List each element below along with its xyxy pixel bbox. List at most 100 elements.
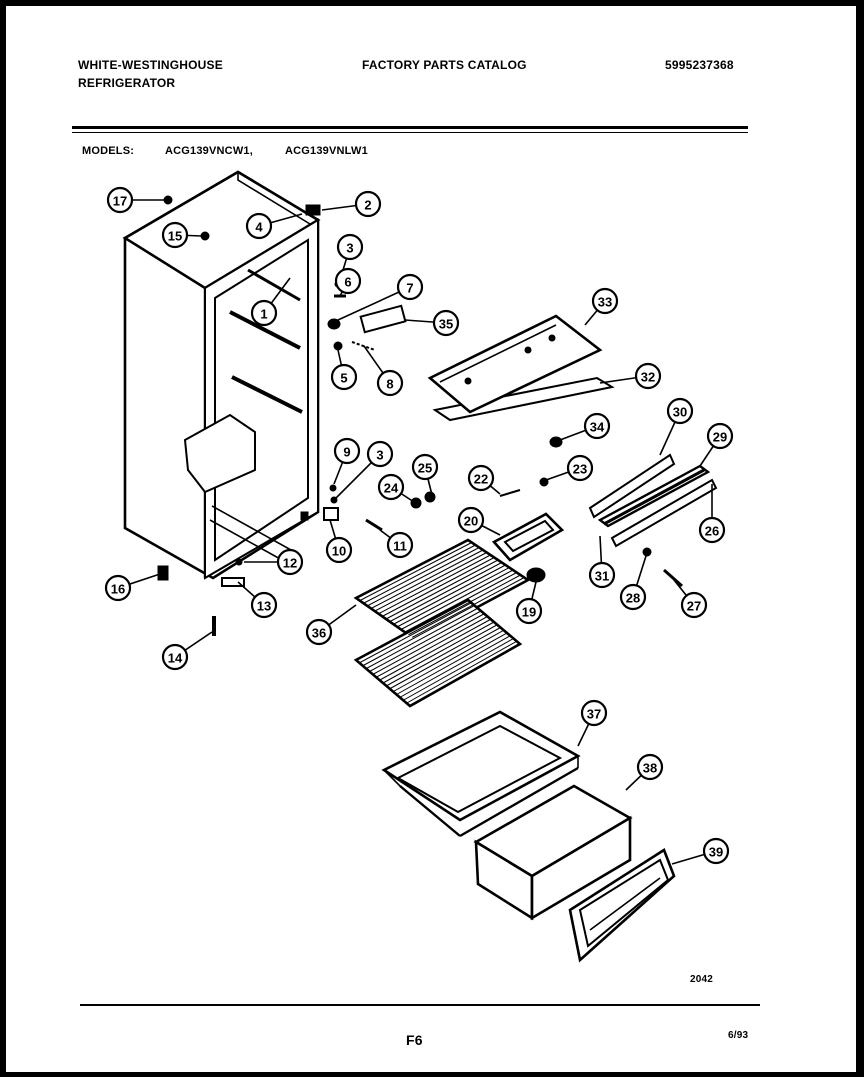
callout-15: 15 bbox=[161, 221, 189, 249]
shelf-wire bbox=[403, 638, 514, 701]
callout-circle bbox=[619, 583, 647, 611]
shelf-wire bbox=[374, 552, 487, 612]
shelf-wire bbox=[399, 635, 511, 698]
callout-circle bbox=[276, 548, 304, 576]
callout-circle bbox=[702, 837, 730, 865]
shelf-wire bbox=[412, 577, 525, 638]
callout-39: 39 bbox=[702, 837, 730, 865]
callout-number: 12 bbox=[283, 556, 297, 571]
callout-number: 20 bbox=[464, 514, 478, 529]
catalog-title: FACTORY PARTS CATALOG bbox=[362, 58, 527, 72]
header-rule bbox=[72, 126, 748, 129]
shelf-wire bbox=[389, 627, 501, 690]
shelf-wire bbox=[365, 607, 478, 670]
callout-number: 6 bbox=[344, 275, 351, 290]
shelf-wire bbox=[396, 632, 508, 695]
footer-rule bbox=[80, 1004, 760, 1006]
callout-number: 36 bbox=[312, 626, 326, 641]
callout-circle bbox=[366, 440, 394, 468]
crisper-cover-drawing bbox=[427, 314, 615, 422]
callout-number: 11 bbox=[393, 539, 407, 554]
callout-20: 20 bbox=[457, 506, 485, 534]
small-parts bbox=[157, 195, 683, 636]
shelf-wire bbox=[379, 618, 491, 681]
shelf-wire bbox=[363, 544, 476, 604]
shelf-wire bbox=[382, 621, 495, 684]
callout-circle bbox=[305, 618, 333, 646]
light-housing-drawing bbox=[491, 512, 565, 562]
callout-34: 34 bbox=[583, 412, 611, 440]
shelf-wire bbox=[369, 610, 482, 672]
catalog-number: 5995237368 bbox=[665, 58, 734, 72]
callout-number: 15 bbox=[168, 229, 182, 244]
callout-9: 9 bbox=[333, 437, 361, 465]
callout-2: 2 bbox=[354, 190, 382, 218]
callout-11: 11 bbox=[386, 531, 414, 559]
header-rule-thin bbox=[72, 132, 748, 133]
shelf-wire bbox=[386, 624, 498, 687]
shelf-wire bbox=[372, 613, 485, 675]
callout-24: 24 bbox=[377, 473, 405, 501]
callout-38: 38 bbox=[636, 753, 664, 781]
callout-7: 7 bbox=[396, 273, 424, 301]
callout-circle bbox=[386, 531, 414, 559]
product-line: REFRIGERATOR bbox=[78, 76, 176, 90]
shelf-wire bbox=[376, 616, 488, 678]
callout-circle bbox=[634, 362, 662, 390]
callout-circle bbox=[591, 287, 619, 315]
callout-circle bbox=[566, 454, 594, 482]
callout-circle bbox=[467, 464, 495, 492]
callout-31: 31 bbox=[588, 561, 616, 589]
callout-number: 13 bbox=[257, 599, 271, 614]
callout-number: 28 bbox=[626, 591, 640, 606]
shelf-wire bbox=[385, 559, 499, 620]
callout-number: 8 bbox=[386, 377, 393, 392]
callout-8: 8 bbox=[376, 369, 404, 397]
shelf-wire bbox=[397, 567, 510, 628]
callout-28: 28 bbox=[619, 583, 647, 611]
callout-16: 16 bbox=[104, 574, 132, 602]
callout-number: 26 bbox=[705, 524, 719, 539]
callout-number: 39 bbox=[709, 845, 723, 860]
callout-circle bbox=[376, 369, 404, 397]
callout-10: 10 bbox=[325, 536, 353, 564]
callout-circle bbox=[250, 591, 278, 619]
shelf-wire bbox=[393, 564, 506, 625]
callout-number: 17 bbox=[113, 194, 127, 209]
callout-circle bbox=[161, 221, 189, 249]
shelf-wire bbox=[404, 572, 517, 633]
callout-circle bbox=[580, 699, 608, 727]
callout-number: 10 bbox=[332, 544, 346, 559]
leader-line bbox=[337, 286, 411, 321]
cabinet-drawing bbox=[122, 170, 321, 580]
callout-number: 32 bbox=[641, 370, 655, 385]
crisper-frame-drawing bbox=[381, 710, 581, 838]
shelf-wire bbox=[362, 605, 475, 667]
callout-number: 7 bbox=[406, 281, 413, 296]
callout-30: 30 bbox=[666, 397, 694, 425]
model-1: ACG139VNCW1, bbox=[165, 145, 253, 157]
callout-circle bbox=[706, 422, 734, 450]
callout-circle bbox=[377, 473, 405, 501]
callout-32: 32 bbox=[634, 362, 662, 390]
callout-6: 6 bbox=[334, 267, 362, 295]
page-code: F6 bbox=[406, 1032, 423, 1048]
callout-number: 25 bbox=[418, 461, 432, 476]
callout-number: 29 bbox=[713, 430, 727, 445]
callout-circle bbox=[106, 186, 134, 214]
callout-number: 23 bbox=[573, 462, 587, 477]
shelf-wire bbox=[382, 557, 495, 617]
callout-17: 17 bbox=[106, 186, 134, 214]
shelf-wire bbox=[370, 549, 484, 609]
callout-circle bbox=[457, 506, 485, 534]
callout-circle bbox=[698, 516, 726, 544]
callout-number: 33 bbox=[598, 295, 612, 310]
callout-37: 37 bbox=[580, 699, 608, 727]
callout-circle bbox=[432, 309, 460, 337]
shelf-wire bbox=[400, 569, 514, 630]
callout-26: 26 bbox=[698, 516, 726, 544]
shelf-wire bbox=[359, 542, 472, 602]
callout-1: 1 bbox=[250, 299, 278, 327]
